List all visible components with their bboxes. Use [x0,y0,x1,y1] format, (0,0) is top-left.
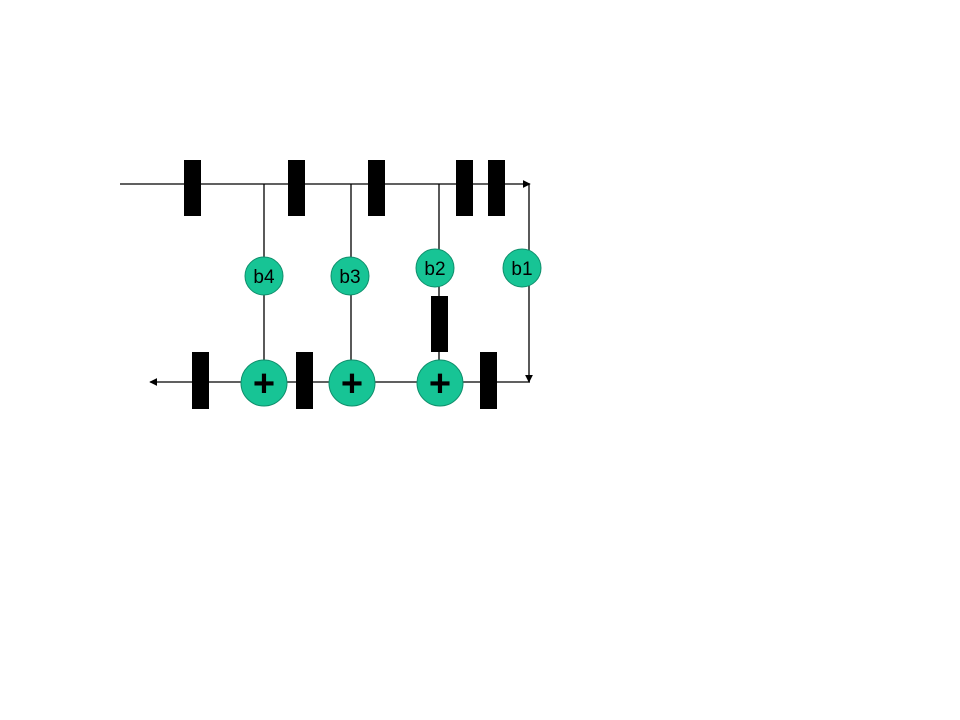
register-top-1 [184,160,201,216]
register-mid [431,296,448,352]
coefficient-label: b3 [339,267,360,288]
coefficient-b3: b3 [330,256,370,296]
register-top-2 [288,160,305,216]
coefficient-b1: b1 [502,248,542,288]
register-top-4 [456,160,473,216]
coefficient-label: b4 [253,267,275,288]
coefficient-label: b1 [511,259,532,280]
register-bottom-2 [296,352,313,409]
coefficient-b4: b4 [244,256,284,296]
register-bottom-1 [192,352,209,409]
register-top-3 [368,160,385,216]
register-bottom-3 [480,352,497,409]
adder-symbol: + [429,363,451,405]
register-top-5 [488,160,505,216]
adder-2: + [328,359,376,407]
coefficient-b2: b2 [415,248,455,288]
adder-symbol: + [253,363,275,405]
adder-1: + [240,359,288,407]
adder-3: + [416,359,464,407]
adder-symbol: + [341,363,363,405]
coefficient-label: b2 [424,259,445,280]
